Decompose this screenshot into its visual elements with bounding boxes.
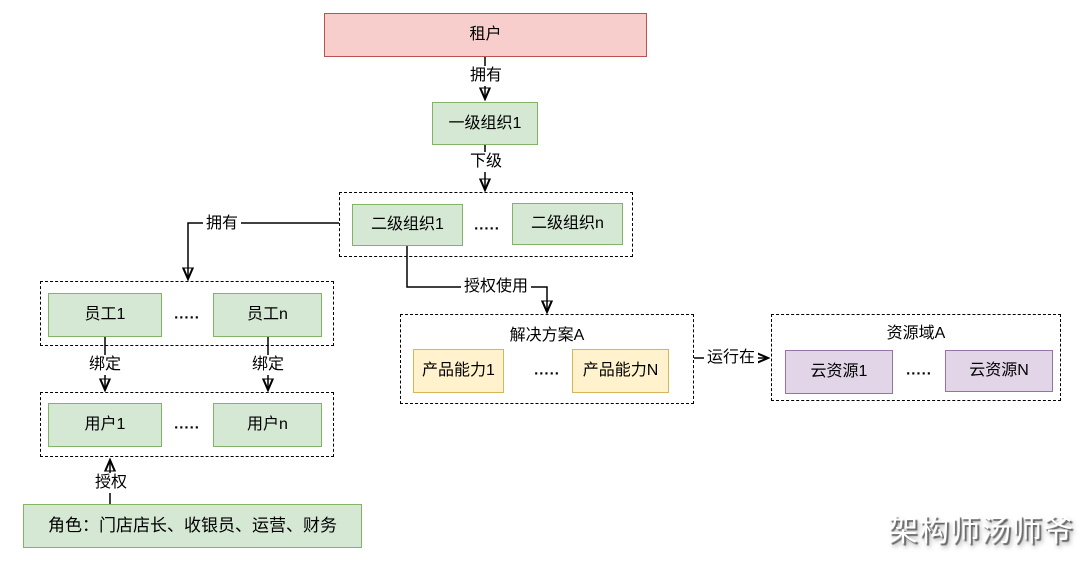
edge-label-authorize: 授权 — [91, 473, 131, 493]
node-level2-org-first: 二级组织1 — [352, 204, 463, 246]
resource-domain-group-title: 资源域A — [886, 325, 946, 342]
watermark-text: 架构师汤师爷 — [888, 515, 1074, 548]
employee-group — [40, 281, 334, 346]
level2-org-ellipsis: ..... — [474, 216, 500, 234]
node-level1-org: 一级组织1 — [432, 102, 538, 145]
node-employee-last: 员工n — [213, 293, 322, 337]
product-ellipsis: ..... — [534, 361, 560, 379]
node-user-first: 用户1 — [48, 403, 162, 447]
node-roles: 角色：门店店长、收银员、运营、财务 — [23, 504, 362, 548]
node-product-last: 产品能力N — [572, 349, 669, 393]
edge-label-bind-first: 绑定 — [85, 355, 125, 375]
node-cloud-resource-first: 云资源1 — [785, 350, 893, 394]
node-cloud-resource-last: 云资源N — [945, 350, 1053, 392]
edge-label-bind-last: 绑定 — [248, 355, 288, 375]
cloud-resource-ellipsis: ..... — [906, 361, 932, 379]
edge-label-subordinate: 下级 — [466, 152, 506, 172]
edge-label-runs-on: 运行在 — [703, 348, 759, 368]
edge-org-owns-employees-line — [188, 222, 339, 279]
node-employee-first: 员工1 — [48, 293, 162, 337]
user-ellipsis: ..... — [174, 415, 200, 433]
employee-ellipsis: ..... — [174, 305, 200, 323]
solution-group-title: 解决方案A — [509, 327, 585, 344]
node-tenant: 租户 — [324, 13, 647, 57]
edge-label-tenant-owns: 拥有 — [466, 66, 506, 86]
resource-domain-group — [771, 314, 1061, 401]
edge-label-org-owns-employees: 拥有 — [202, 214, 242, 234]
level2-org-group — [339, 192, 633, 257]
node-level2-org-last: 二级组织n — [512, 203, 623, 245]
user-group — [40, 392, 334, 457]
node-product-first: 产品能力1 — [413, 349, 504, 393]
edge-label-authorized-use: 授权使用 — [460, 277, 532, 297]
node-user-last: 用户n — [213, 403, 322, 447]
solution-group — [400, 314, 694, 404]
